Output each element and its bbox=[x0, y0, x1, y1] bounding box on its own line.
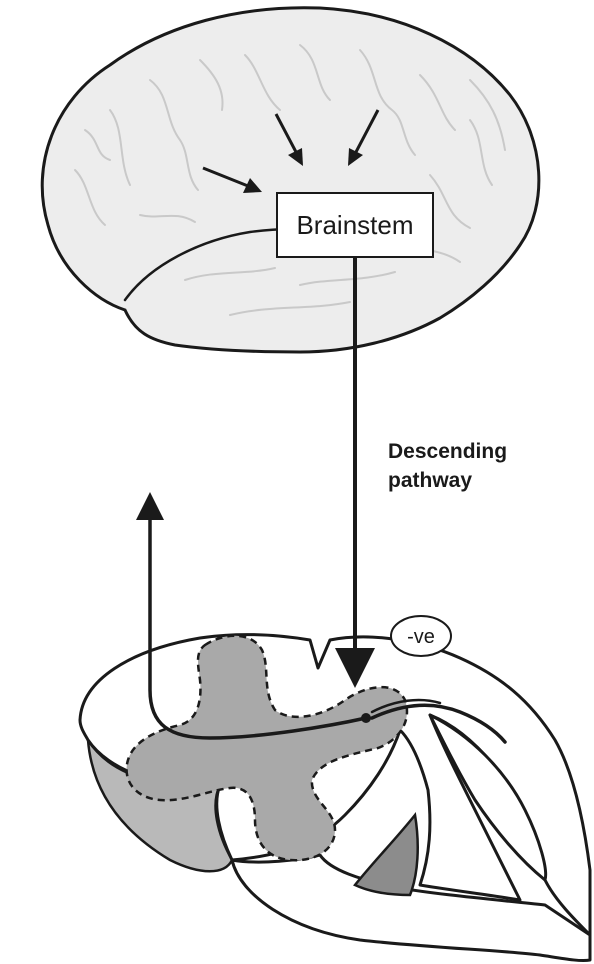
brain-outline bbox=[42, 8, 539, 352]
spinal-cord bbox=[80, 635, 590, 961]
brainstem-label: Brainstem bbox=[296, 210, 413, 240]
cord-dark-wedge bbox=[355, 815, 418, 895]
negative-label: -ve bbox=[391, 616, 451, 656]
descending-label-line2: pathway bbox=[388, 469, 472, 492]
synapse-dot bbox=[361, 713, 371, 723]
descending-label-line1: Descending bbox=[388, 440, 507, 463]
ascending-arrow-head bbox=[136, 492, 164, 520]
brain bbox=[42, 8, 539, 352]
brainstem-box: Brainstem bbox=[277, 193, 433, 257]
negative-label-text: -ve bbox=[407, 626, 435, 648]
